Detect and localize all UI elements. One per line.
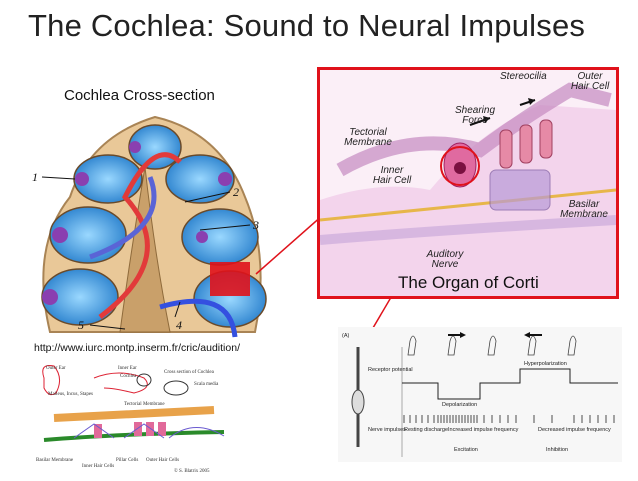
label-scala: Scala media [194,382,219,387]
label-outer-hair-cell: Outer Hair Cell [570,71,610,92]
label-pillar: Pillar Cells [116,458,139,463]
source-url: http://www.iurc.montp.inserm.fr/cric/aud… [34,342,240,354]
panel-label: (A) [342,333,350,339]
label-resting-discharge: Resting discharge [404,427,449,433]
cross-section-caption: Cochlea Cross-section [64,87,215,104]
label-nerve-impulses: Nerve impulses [368,427,406,433]
organ-of-corti-panel: Stereocilia Outer Hair Cell Shearing For… [317,67,619,299]
cochlea-illustration: 1 2 3 4 5 [30,107,270,339]
callout-5: 5 [78,318,84,332]
organ-of-corti-title: The Organ of Corti [398,273,539,292]
label-receptor-potential: Receptor potential [368,367,413,373]
label-decreased-frequency: Decreased impulse frequency [538,427,611,433]
label-inner-hair: Inner Hair Cells [82,464,115,469]
label-stereocilia: Stereocilia [500,71,547,82]
label-outer-ear: Outer Ear [46,366,66,371]
label-tectorial: Tectorial Membrane [124,402,165,407]
callout-2: 2 [233,185,239,199]
label-tectorial-membrane: Tectorial Membrane [344,127,392,148]
label-shearing-force: Shearing Force [454,105,496,126]
label-basilar-membrane: Basilar Membrane [560,199,608,220]
label-inhibition: Inhibition [546,447,569,453]
receptor-response-graph: (A) Receptor potential Nerve impulses Hy… [338,327,622,462]
callout-3: 3 [252,218,259,232]
label-malleus: Malleus, Incus, Stapes [48,392,93,397]
label-copyright: © S. Blatrix 2005 [174,469,210,474]
label-cochlea: Cochlea [120,374,137,379]
ear-schematic: Outer Ear Inner Ear Cochlea Cross sectio… [34,358,234,476]
label-increased-frequency: Increased impulse frequency [448,427,519,433]
label-hyperpolarization: Hyperpolarization [524,361,567,367]
label-depolarization: Depolarization [442,402,478,408]
label-cross-section: Cross section of Cochlea [164,370,214,375]
label-outer-hair: Outer Hair Cells [146,458,180,463]
callout-4: 4 [176,318,182,332]
label-inner-ear: Inner Ear [118,366,137,371]
callout-1: 1 [32,170,38,184]
label-inner-hair-cell: Inner Hair Cell [372,165,412,186]
label-auditory-nerve: Auditory Nerve [426,249,464,270]
label-excitation: Excitation [454,447,478,453]
slide-title: The Cochlea: Sound to Neural Impulses [28,8,586,43]
label-basilar: Basilar Membrane [36,458,74,463]
